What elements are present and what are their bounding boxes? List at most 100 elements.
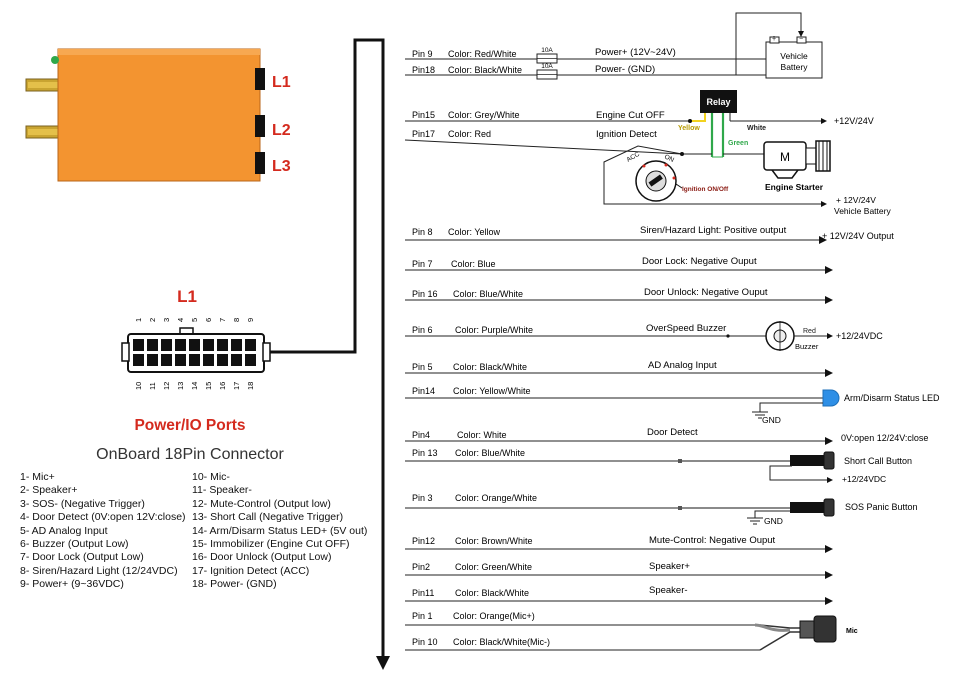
wire-green-label: Green [728,140,748,147]
relay-supply-label: +12V/24V [834,116,874,126]
wire-yellow-label: Yellow [678,125,700,132]
wire-color-label: Color: Red/White [448,49,517,59]
motor-symbol: M [780,150,790,164]
wire-color-label: Color: Yellow [448,227,501,237]
connector-title: L1 [177,287,197,306]
wire-color-label: Color: Black/White [453,362,527,372]
wire-function-label: Engine Cut OFF [596,110,665,121]
wire-function-label: Mute-Control: Negative Ouput [649,535,776,546]
battery-label-2: Battery [781,62,809,72]
wire-target-label: SOS Panic Button [845,502,918,512]
power-led-icon [51,56,59,64]
connector-subheading: OnBoard 18Pin Connector [96,446,284,463]
connector-pin-number: 17 [232,382,241,390]
switch-acc-label: ACC [626,151,642,164]
wire-color-label: Color: Orange(Mic+) [453,611,535,621]
connector-pin-number: 16 [218,382,227,390]
wire-pin-label: Pin2 [412,562,430,572]
connector-pin-cell [203,354,214,366]
engine-starter-label: Engine Starter [765,182,824,192]
wire-color-label: Color: Grey/White [448,110,520,120]
port-label-l3: L3 [272,158,291,175]
pin-legend-item: 16- Door Unlock (Output Low) [192,551,332,564]
wire-pin-label: Pin18 [412,65,435,75]
wire-color-label: Color: Yellow/White [453,386,531,396]
wire-target-label: Short Call Button [844,456,912,466]
mic-icon [754,615,837,651]
relay-wires [603,113,827,207]
wire-pin-label: Pin 16 [412,289,438,299]
connector-pin-cell [147,339,158,351]
connector-pin-cell [133,339,144,351]
target-labels: + 12V/24V Output +12/24VDC Arm/Disarm Stat… [822,231,940,512]
buzzer-label: Buzzer [795,342,819,351]
connector-pin-cell [189,354,200,366]
relay-label: Relay [706,97,730,107]
wire-function-label: Door Detect [647,427,698,438]
fuse-icons [536,53,558,80]
wire-pin-label: Pin 10 [412,637,438,647]
engine-starter-icon [763,140,831,179]
short-call-button-icon [678,451,835,483]
wire-function-label: Power- (GND) [595,64,655,75]
connector-pin-number: 2 [148,318,157,322]
connector-pin-number: 10 [134,382,143,390]
pin-legend-item: 9- Power+ (9~36VDC) [20,578,124,591]
pin-legend-item: 12- Mute-Control (Output low) [192,497,331,510]
wire-pin-label: Pin11 [412,588,434,598]
connector-pin-cell [161,354,172,366]
fuse-rating-label: 10A [541,47,553,54]
wire-color-label: Color: Brown/White [455,536,533,546]
pin-legend-item: 13- Short Call (Negative Trigger) [192,511,344,524]
wire-color-label: Color: Orange/White [455,493,537,503]
wire-function-label: Door Unlock: Negative Ouput [644,287,768,298]
wire-function-label: Speaker- [649,585,688,596]
vehicle-battery-line-label: Vehicle Battery [834,206,891,216]
pin-legend-item: 17- Ignition Detect (ACC) [192,564,310,577]
connector-pin-number: 4 [176,318,185,322]
wire-color-label: Color: Black/White(Mic-) [453,637,550,647]
pin-legend-item: 2- Speaker+ [20,484,78,497]
wire-white-label: White [747,125,766,132]
trunk-arrow-icon [376,656,390,670]
connector-pin-number: 1 [134,318,143,322]
connector-pin-cell [231,354,242,366]
wire-pin-label: Pin 13 [412,448,438,458]
wire-pin-label: Pin12 [412,536,435,546]
pin-legend-item: 10- Mic- [192,471,230,483]
connector-pin-cell [245,354,256,366]
pin-legend-left: 1- Mic+2- Speaker+3- SOS- (Negative Trig… [20,471,186,592]
pin-legend-right: 10- Mic-11- Speaker-12- Mute-Control (Ou… [192,471,367,592]
tracker-device [25,48,265,182]
wire-pin-label: Pin15 [412,110,435,120]
wire-color-label: Color: Green/White [455,562,532,572]
connector-pin-cell [217,354,228,366]
wire-color-label: Color: Blue/White [455,448,525,458]
supply-12-24-label: + 12V/24V [836,195,876,205]
wire-function-label: OverSpeed Buzzer [646,323,726,334]
wire-target-label: + 12V/24V Output [822,231,894,241]
fuse-rating-label: 10A [541,63,553,70]
wire-target-label: Arm/Disarm Status LED [844,393,940,403]
connector-pin-number: 12 [162,382,171,390]
connector-pin-cell [231,339,242,351]
led-icon [752,389,840,419]
trunk-cable [270,38,385,658]
pin-legend-item: 7- Door Lock (Output Low) [20,551,144,564]
wire-target-label: +12/24VDC [836,331,883,341]
wire-color-label: Color: Blue [451,259,496,269]
wire-color-label: Color: Blue/White [453,289,523,299]
connector-pin-number: 3 [162,318,171,322]
wire-pin-label: Pin17 [412,129,435,139]
svg-text:+: + [772,36,776,43]
gnd-label-sos: GND [764,516,783,526]
relay [700,90,737,113]
connector-pin-cell [217,339,228,351]
buzzer-icon [726,321,833,351]
wire-pin-label: Pin 8 [412,227,433,237]
connector-pin-number: 15 [204,382,213,390]
